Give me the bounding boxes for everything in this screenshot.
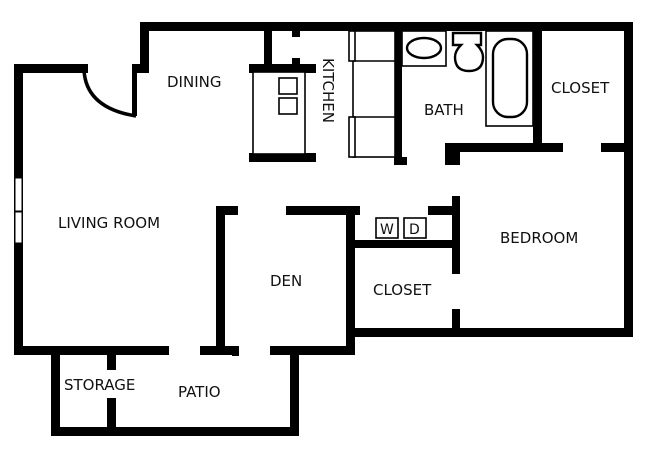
room-label-den: DEN <box>270 272 302 290</box>
room-label-closet-master: CLOSET <box>551 79 610 97</box>
toilet-icon <box>451 31 485 73</box>
room-label-living-room: LIVING ROOM <box>58 214 160 232</box>
wall-door-jamb <box>132 64 137 116</box>
wall-den-top-left <box>216 206 238 215</box>
wall-bath-closet <box>533 22 542 148</box>
wall-range-bottom <box>249 153 316 162</box>
washer-icon <box>375 217 399 239</box>
room-label-bath: BATH <box>424 101 464 119</box>
wall-bedroom-top-left <box>452 143 563 152</box>
wall-patio-right <box>290 346 299 436</box>
stove-burner-bottom <box>278 97 298 115</box>
kitchen-sink-cabinet <box>348 116 356 158</box>
dryer-label: D <box>409 222 420 238</box>
wall-den-left <box>216 206 225 355</box>
wall-right <box>624 22 633 336</box>
wall-living-bottom <box>14 346 169 355</box>
wall-kitchen-stub-top <box>292 28 300 37</box>
room-labels: DINING KITCHEN BATH CLOSET LIVING ROOM D… <box>58 58 610 401</box>
wall-bedroom-bottom <box>346 328 633 337</box>
wall-patio-left <box>51 346 60 436</box>
kitchen-counter-inner <box>348 30 356 62</box>
kitchen-fixtures <box>252 30 396 158</box>
wall-kitchen-column <box>264 22 272 65</box>
room-label-patio: PATIO <box>178 383 221 401</box>
wall-den-patio-stub <box>232 346 239 356</box>
entry-door-swing <box>82 69 137 118</box>
room-label-storage: STORAGE <box>64 376 135 394</box>
stove-burner-top <box>278 77 298 95</box>
wall-laundry-bottom <box>346 240 456 248</box>
wall-den-bottom-right <box>270 346 355 355</box>
wall-bath-door-jamb-right <box>445 143 460 165</box>
wall-top <box>140 22 632 31</box>
kitchen-counter <box>352 30 396 158</box>
wall-bedroom-top-right <box>601 143 633 152</box>
wall-bedroom-left-lower <box>452 309 460 336</box>
wall-range-top <box>249 64 316 73</box>
bath-fixtures <box>401 30 534 127</box>
wall-kitchen-stub-mid <box>292 58 300 66</box>
dryer-icon <box>403 217 427 239</box>
wall-patio-bottom <box>51 427 299 436</box>
washer-label: W <box>380 222 394 238</box>
room-label-closet-bedroom: CLOSET <box>373 281 432 299</box>
wall-bedroom-left-upper <box>452 196 460 274</box>
wall-den-top-right <box>286 206 360 215</box>
wall-den-right <box>346 206 355 355</box>
room-label-bedroom: BEDROOM <box>500 229 578 247</box>
wall-dining-stub <box>132 64 149 73</box>
wall-bath-left <box>394 22 402 165</box>
wall-storage-upper <box>107 346 116 370</box>
bathtub-basin <box>491 37 529 119</box>
room-label-kitchen: KITCHEN <box>319 58 337 123</box>
wall-laundry-top-right <box>428 206 456 215</box>
living-window <box>14 177 23 244</box>
sink-icon <box>405 36 443 60</box>
wall-storage-lower <box>107 398 116 436</box>
wall-dining-step <box>140 22 149 73</box>
wall-living-top <box>14 64 88 73</box>
wall-bath-door-jamb-left <box>394 157 407 165</box>
laundry: W D <box>375 217 427 239</box>
room-label-dining: DINING <box>167 73 221 91</box>
